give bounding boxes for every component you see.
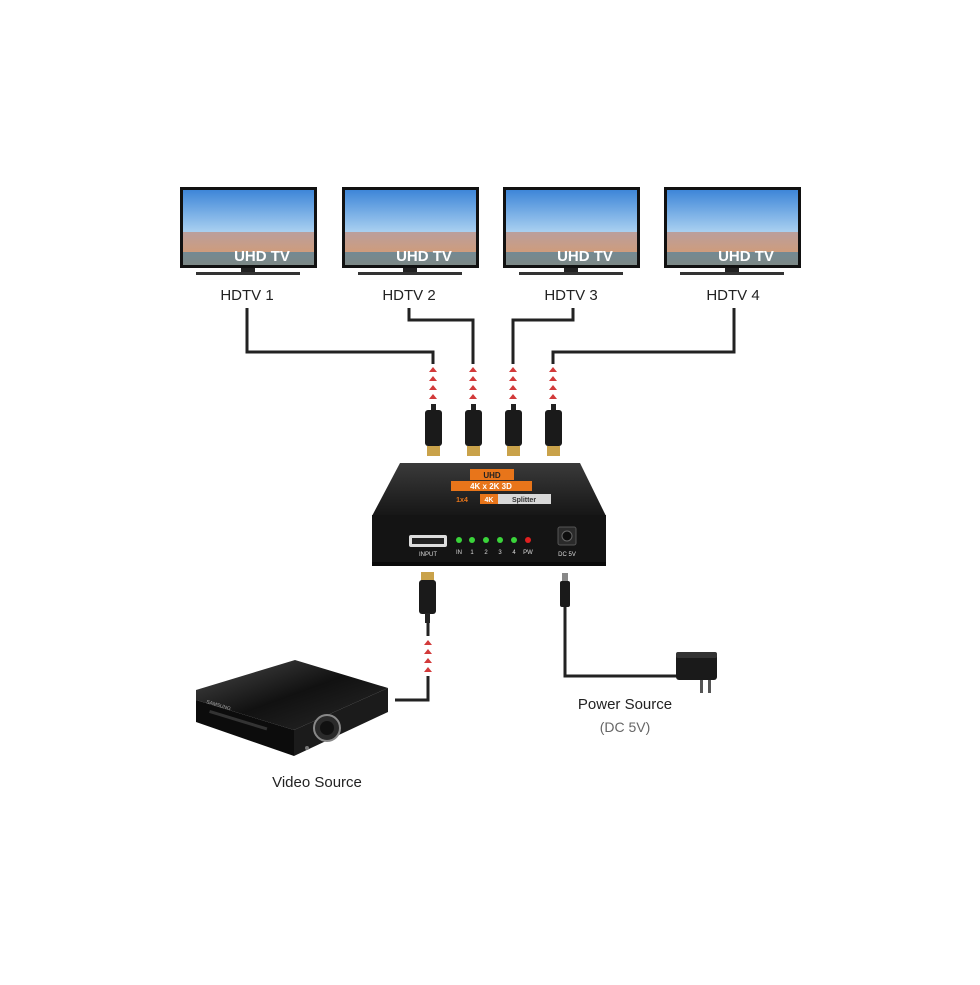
- video-source-player: [196, 660, 388, 756]
- tv-3: [503, 187, 640, 275]
- input-port-label: INPUT: [419, 552, 437, 558]
- cable-hdtv-4: [551, 308, 736, 364]
- led-label-3: 3: [498, 550, 502, 556]
- tv-2-screen-text: UHD TV: [396, 248, 452, 265]
- signal-arrows-outputs: [429, 367, 557, 399]
- led-label-4: 4: [512, 550, 516, 556]
- dc-jack-label: DC 5V: [558, 552, 576, 558]
- led-label-2: 2: [484, 550, 488, 556]
- tv-3-screen-text: UHD TV: [557, 248, 613, 265]
- led-pw: [525, 537, 531, 543]
- power-adapter: [676, 652, 717, 693]
- cable-hdtv-1: [245, 308, 435, 364]
- tv-1-label: HDTV 1: [220, 287, 274, 304]
- tv-4: [664, 187, 801, 275]
- badge-main-bg: [451, 481, 532, 491]
- badge-sub-bg: [480, 494, 551, 504]
- badge-top-bg: [470, 469, 514, 480]
- splitter-box: [372, 463, 606, 566]
- tv-2-label: HDTV 2: [382, 287, 436, 304]
- cable-video-source: [395, 622, 430, 702]
- tv-1-screen-text: UHD TV: [234, 248, 290, 265]
- led-label-pw: PW: [523, 550, 533, 556]
- badge-main-text: 4K x 2K 3D: [470, 482, 512, 491]
- hdmi-plug-input: [419, 572, 436, 623]
- power-source-label: Power Source: [577, 696, 673, 713]
- led-1: [469, 537, 475, 543]
- led-label-in: IN: [456, 550, 462, 556]
- tv-2: [342, 187, 479, 275]
- tv-4-screen-text: UHD TV: [718, 248, 774, 265]
- power-source-sublabel: (DC 5V): [599, 719, 651, 735]
- led-in: [456, 537, 462, 543]
- badge-sub-text: 1x4: [456, 497, 468, 504]
- signal-arrows-input: [424, 640, 432, 672]
- led-3: [497, 537, 503, 543]
- hdmi-plug-1: [425, 404, 442, 456]
- cable-hdtv-3: [511, 308, 575, 364]
- status-leds: [456, 537, 531, 543]
- badge-top-text: UHD: [483, 471, 501, 480]
- badge-sub3-text: Splitter: [512, 497, 536, 504]
- led-label-1: 1: [470, 550, 474, 556]
- cable-power: [563, 607, 680, 678]
- tv-3-label: HDTV 3: [544, 287, 598, 304]
- led-2: [483, 537, 489, 543]
- dc-plug: [560, 573, 570, 607]
- cable-hdtv-2: [407, 308, 475, 364]
- badge-sub2-text: 4K: [485, 497, 494, 504]
- tv-4-label: HDTV 4: [706, 287, 760, 304]
- hdmi-plug-3: [505, 404, 522, 456]
- hdmi-plug-2: [465, 404, 482, 456]
- video-source-label: Video Source: [272, 774, 362, 791]
- output-cables: [245, 308, 736, 364]
- hdmi-plug-4: [545, 404, 562, 456]
- tv-1: [180, 187, 317, 275]
- hdmi-plugs-outputs: [425, 404, 562, 456]
- led-4: [511, 537, 517, 543]
